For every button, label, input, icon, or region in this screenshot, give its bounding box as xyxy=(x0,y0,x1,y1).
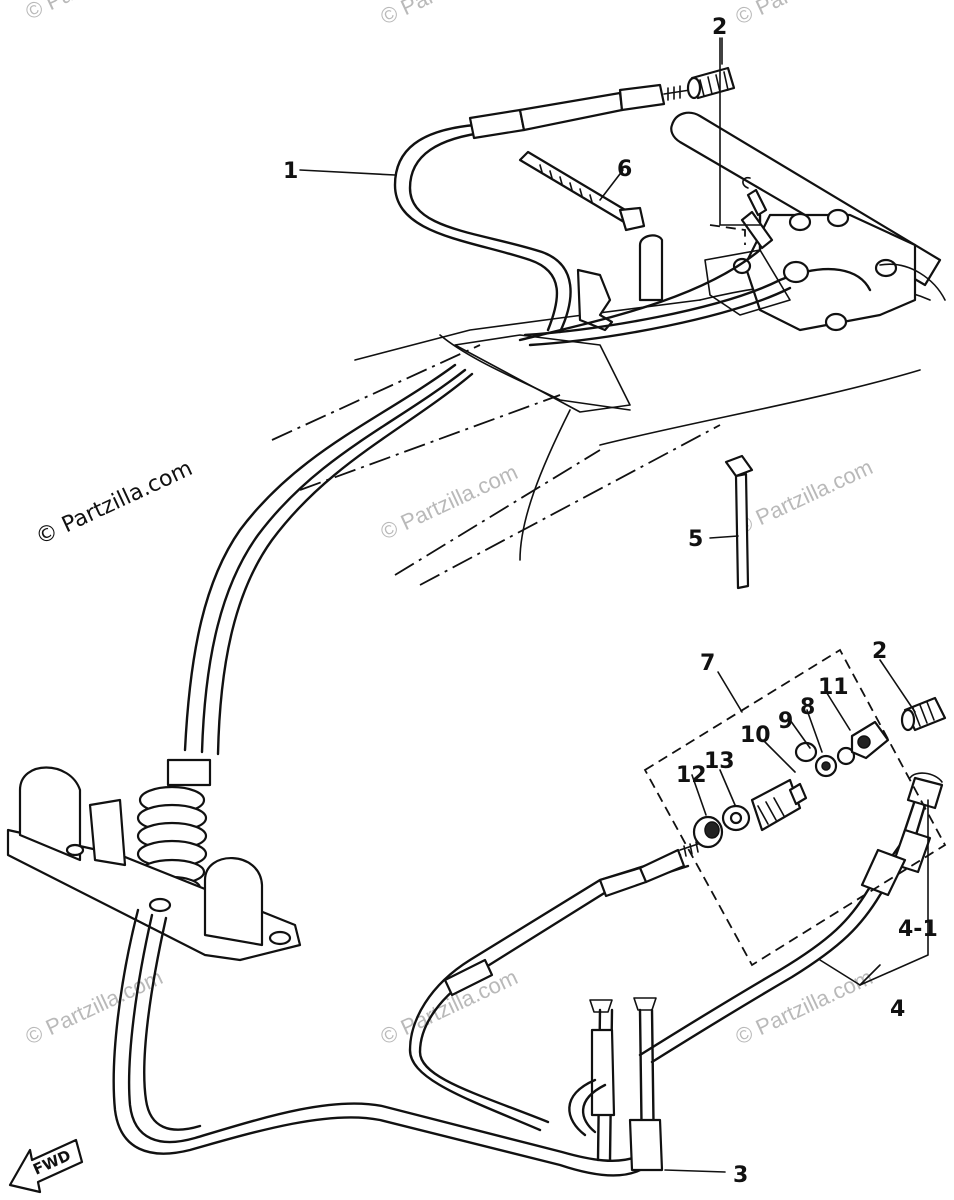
deck-posts xyxy=(576,234,664,332)
callout-3: 3 xyxy=(733,1163,748,1188)
cable-tie-6 xyxy=(518,150,646,232)
watermark-4: © Partzilla.com xyxy=(377,459,522,544)
watermark-5: © Partzilla.com xyxy=(732,454,877,539)
mounting-bracket xyxy=(6,766,302,962)
watermark-dark: © Partzilla.com xyxy=(32,456,196,550)
callout-1: 1 xyxy=(283,159,298,184)
leader-lines xyxy=(299,37,929,1173)
inner-cable xyxy=(408,841,705,1132)
lower-cables xyxy=(112,908,642,1177)
callout-5: 5 xyxy=(688,527,703,552)
callout-10: 10 xyxy=(740,723,771,748)
twin-cables xyxy=(183,363,474,756)
callout-7: 7 xyxy=(700,651,715,676)
cable-4 xyxy=(638,772,944,1064)
hull-outline xyxy=(271,281,931,586)
cable-tie-5 xyxy=(724,454,754,590)
throttle-cable-1 xyxy=(393,83,691,334)
watermark-1: © Partzilla.com xyxy=(22,0,167,25)
callout-2-top: 2 xyxy=(712,15,727,40)
fwd-arrow: FWD xyxy=(8,1138,84,1194)
watermark-3: © Partzilla.com xyxy=(732,0,877,30)
callout-2-right: 2 xyxy=(872,639,887,664)
handlebar-cable xyxy=(518,176,872,347)
callout-8: 8 xyxy=(800,695,815,720)
handlebar-assembly xyxy=(670,111,946,332)
callout-6: 6 xyxy=(617,157,632,182)
callout-9: 9 xyxy=(778,709,793,734)
watermark-8: © Partzilla.com xyxy=(732,964,877,1049)
group-7-parts xyxy=(692,720,890,849)
lever-cables-3 xyxy=(568,997,664,1172)
group-7-box xyxy=(643,648,947,967)
callout-13: 13 xyxy=(704,749,735,774)
callout-numbers: 1 2 6 5 7 2 11 8 9 10 13 12 4-1 4 3 xyxy=(283,15,938,1188)
adjuster-2-top xyxy=(686,66,736,100)
callout-4-1: 4-1 xyxy=(898,917,938,942)
watermark-2: © Partzilla.com xyxy=(377,0,522,30)
callout-4: 4 xyxy=(890,997,905,1022)
callout-11: 11 xyxy=(818,675,849,700)
callout-12: 12 xyxy=(676,763,707,788)
